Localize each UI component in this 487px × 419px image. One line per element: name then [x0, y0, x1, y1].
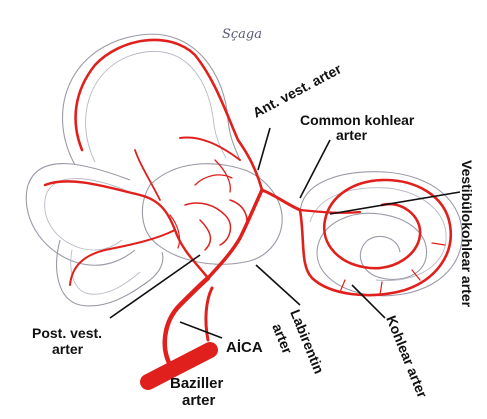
- label-kohlear-arter: Kohlear arter: [383, 313, 431, 400]
- label-post-vest-line2: arter: [52, 341, 84, 357]
- label-baziller-line1: Baziller: [170, 375, 224, 392]
- label-common-kohlear-line1: Common kohlear: [300, 112, 415, 128]
- label-aica: AİCA: [226, 339, 263, 356]
- labyrinthine-artery: [208, 190, 262, 278]
- posterior-vestibular-artery: [45, 181, 208, 278]
- common-cochlear-artery: [262, 190, 300, 210]
- label-labirentin-line2: arter: [269, 321, 296, 356]
- label-post-vest-line1: Post. vest.: [32, 325, 102, 341]
- signature: Sçaga: [222, 27, 262, 42]
- leader-lines: [110, 128, 460, 338]
- anterior-vestibular-artery: [76, 40, 262, 190]
- labyrinth-outline: [26, 34, 462, 306]
- label-common-kohlear-line2: arter: [336, 127, 368, 143]
- label-baziller-line2: arter: [182, 392, 216, 409]
- label-vestibulokohlear-arter: Vestibülokohlear arter: [459, 160, 475, 308]
